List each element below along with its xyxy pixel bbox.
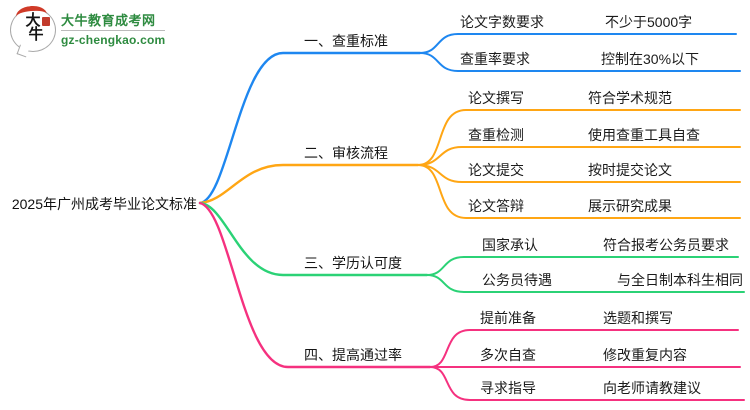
branch-3-topic: 三、学历认可度 — [304, 255, 402, 271]
child-topic: 查重检测 — [468, 127, 524, 143]
site-logo: 大 牛 大牛教育成考网 gz-chengkao.com — [10, 4, 166, 58]
branch-2-line — [198, 163, 420, 205]
child-value: 符合学术规范 — [588, 90, 672, 106]
root-topic: 2025年广州成考毕业论文标准 — [11, 196, 197, 212]
branch-1-child-2-line — [419, 52, 741, 72]
child-value: 选题和撰写 — [603, 310, 673, 326]
child-topic: 提前准备 — [480, 310, 536, 326]
child-value: 控制在30%以下 — [601, 51, 700, 67]
branch-2-child-4-line — [417, 164, 741, 219]
child-value: 向老师请教建议 — [603, 380, 701, 396]
child-value: 符合报考公务员要求 — [603, 237, 729, 253]
branch-4-topic: 四、提高通过率 — [304, 347, 402, 363]
branch-1-line — [198, 51, 422, 205]
branch-4-child-3-line — [429, 366, 745, 401]
child-topic: 公务员待遇 — [482, 272, 552, 288]
branch-1-topic: 一、查重标准 — [304, 33, 388, 49]
logo-text: 大牛教育成考网 gz-chengkao.com — [61, 12, 166, 48]
branch-2-topic: 二、审核流程 — [304, 145, 388, 161]
branch-3-child-2-line — [426, 274, 745, 293]
child-topic: 论文答辩 — [468, 198, 524, 214]
branch-1-child-1-line — [419, 33, 737, 54]
logo-domain: gz-chengkao.com — [61, 29, 166, 48]
branch-2-child-1-line — [417, 109, 741, 166]
logo-title: 大牛教育成考网 — [61, 12, 156, 28]
branch-4-child-1-line — [429, 329, 739, 368]
child-value: 展示研究成果 — [588, 198, 672, 214]
child-value: 与全日制本科生相同 — [617, 272, 743, 288]
branch-3-child-1-line — [426, 256, 739, 276]
child-topic: 寻求指导 — [480, 380, 536, 396]
logo-char-da: 大 — [25, 13, 41, 29]
branch-3-line — [198, 201, 429, 277]
child-value: 使用查重工具自查 — [588, 127, 700, 143]
logo-char-niu: 牛 — [28, 27, 44, 43]
logo-characters: 大 牛 — [11, 14, 55, 43]
child-topic: 多次自查 — [480, 347, 536, 363]
child-topic: 国家承认 — [482, 237, 538, 253]
red-seal-icon — [42, 17, 50, 26]
branch-4-line — [198, 201, 432, 369]
child-value: 修改重复内容 — [603, 347, 687, 363]
child-value: 按时提交论文 — [588, 162, 672, 178]
speech-bubble-icon: 大 牛 — [10, 4, 56, 58]
child-topic: 查重率要求 — [460, 51, 530, 67]
child-topic: 论文撰写 — [468, 90, 524, 106]
child-value: 不少于5000字 — [605, 14, 693, 30]
child-topic: 论文字数要求 — [460, 14, 544, 30]
child-topic: 论文提交 — [468, 162, 524, 178]
branch-2-child-2-line — [417, 146, 741, 166]
branch-2-child-3-line — [417, 164, 741, 183]
